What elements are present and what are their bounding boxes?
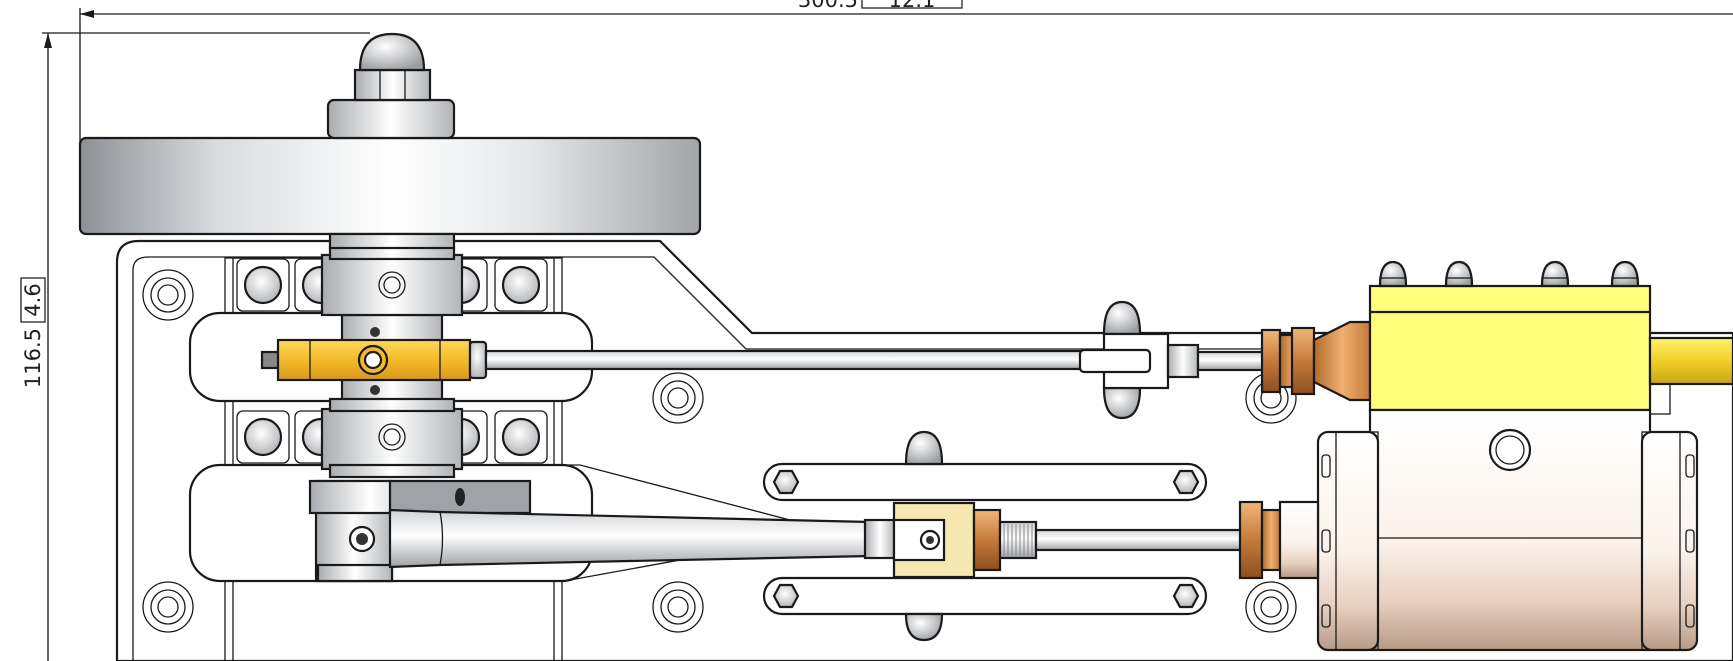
- flywheel-nut: [353, 68, 432, 102]
- piston-gland: [1238, 500, 1320, 580]
- valve-chest: [1368, 260, 1652, 412]
- guide-bar-upper: [762, 462, 1208, 502]
- flywheel-cap-nut: [358, 32, 426, 72]
- piston-rod-thread: [1003, 524, 1033, 556]
- flywheel: [78, 32, 702, 250]
- flywheel-rim: [78, 136, 702, 236]
- bearing-bolt: [494, 258, 548, 312]
- cylinder-rear-cover: [1640, 430, 1699, 652]
- connecting-rod: [388, 508, 897, 569]
- bearing-bolt: [236, 410, 290, 464]
- bearing-bolt: [236, 258, 290, 312]
- bearing-bolt: [494, 410, 548, 464]
- crosshead-guides: [762, 430, 1208, 642]
- flywheel-hub: [326, 98, 456, 140]
- valve-chest-cap-nut: [1444, 260, 1474, 288]
- width-dimension-value: 300.5: [798, 0, 858, 12]
- base-plate-holes: [142, 269, 1297, 633]
- valve-chest-cap-nut: [1610, 260, 1640, 288]
- mounting-hole: [1245, 581, 1297, 633]
- steam-inlet-pipe: [1648, 336, 1733, 415]
- width-dimension-alt-box: [861, 0, 963, 9]
- mounting-hole: [652, 372, 704, 424]
- mounting-hole: [652, 581, 704, 633]
- cylinder: [1316, 408, 1699, 652]
- height-dimension-alt: 4.6: [21, 283, 45, 316]
- guide-bar-lower: [762, 576, 1208, 616]
- width-dimension: 300.5 12.1: [79, 0, 1733, 146]
- valve-rod-clevis: [1078, 300, 1270, 420]
- height-dimension-value: 116.5: [21, 328, 45, 388]
- mounting-hole: [142, 581, 194, 633]
- cylinder-front-cover: [1316, 430, 1380, 652]
- valve-chest-cap-nut: [1540, 260, 1570, 288]
- height-dimension-alt-box: [20, 277, 46, 323]
- valve-gland: [1260, 320, 1372, 402]
- piston-rod: [1034, 528, 1244, 552]
- valve-chest-cap-nut: [1378, 260, 1408, 288]
- width-dimension-alt: 12.1: [889, 0, 936, 12]
- height-dimension: 116.5 4.6: [20, 32, 370, 661]
- crosshead: [892, 501, 1244, 579]
- mounting-hole: [142, 269, 194, 321]
